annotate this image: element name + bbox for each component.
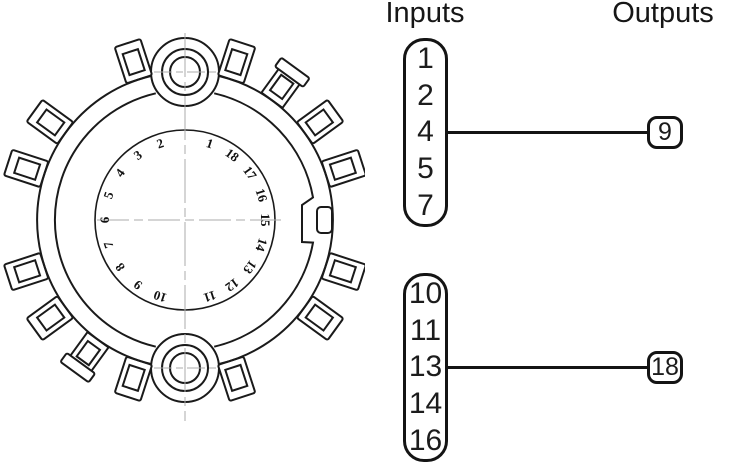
input-pin-16[interactable]: 16	[408, 423, 443, 457]
input-pin-4[interactable]: 4	[417, 115, 434, 149]
connector-pin-label-15: 15	[258, 214, 273, 228]
connector-pin-label-10: 10	[152, 287, 169, 305]
connector-pin-label-16: 16	[252, 187, 270, 204]
connector-pin-label-14: 14	[252, 236, 270, 253]
connection-line	[448, 366, 647, 369]
connector-pin-label-5: 5	[100, 189, 116, 200]
connector-pin-label-1: 1	[204, 135, 215, 151]
connector-pin-label-6: 6	[97, 216, 112, 223]
solder-lug	[296, 99, 344, 145]
input-pin-2[interactable]: 2	[417, 78, 434, 112]
connector-pin-label-3: 3	[131, 147, 145, 163]
outputs-title: Outputs	[612, 0, 714, 29]
connector-pin-label-4: 4	[112, 165, 128, 179]
solder-lug	[26, 99, 74, 145]
connector-pin-label-7: 7	[100, 239, 116, 250]
input-pin-5[interactable]: 5	[417, 152, 434, 186]
connector-pin-label-11: 11	[202, 288, 218, 306]
solder-lug	[296, 295, 344, 341]
output-pin-18[interactable]: 18	[647, 351, 683, 384]
connection-line	[448, 131, 647, 134]
bracket-lug	[60, 330, 110, 383]
connector-pin-label-2: 2	[155, 135, 166, 151]
output-pin-9[interactable]: 9	[647, 116, 683, 149]
input-pin-13[interactable]: 13	[408, 350, 443, 384]
connector-pin-label-8: 8	[112, 260, 128, 274]
input-pin-7[interactable]: 7	[417, 188, 434, 222]
inputs-title: Inputs	[385, 0, 465, 29]
input-pin-10[interactable]: 10	[408, 277, 443, 311]
keyway-slot	[316, 206, 333, 234]
input-pin-14[interactable]: 14	[408, 387, 443, 421]
solder-lug	[26, 295, 74, 341]
input-pin-11[interactable]: 11	[409, 313, 442, 347]
input-pin-1[interactable]: 1	[417, 42, 434, 76]
connector-pin-label-9: 9	[130, 277, 144, 293]
bracket-lug	[260, 57, 310, 110]
